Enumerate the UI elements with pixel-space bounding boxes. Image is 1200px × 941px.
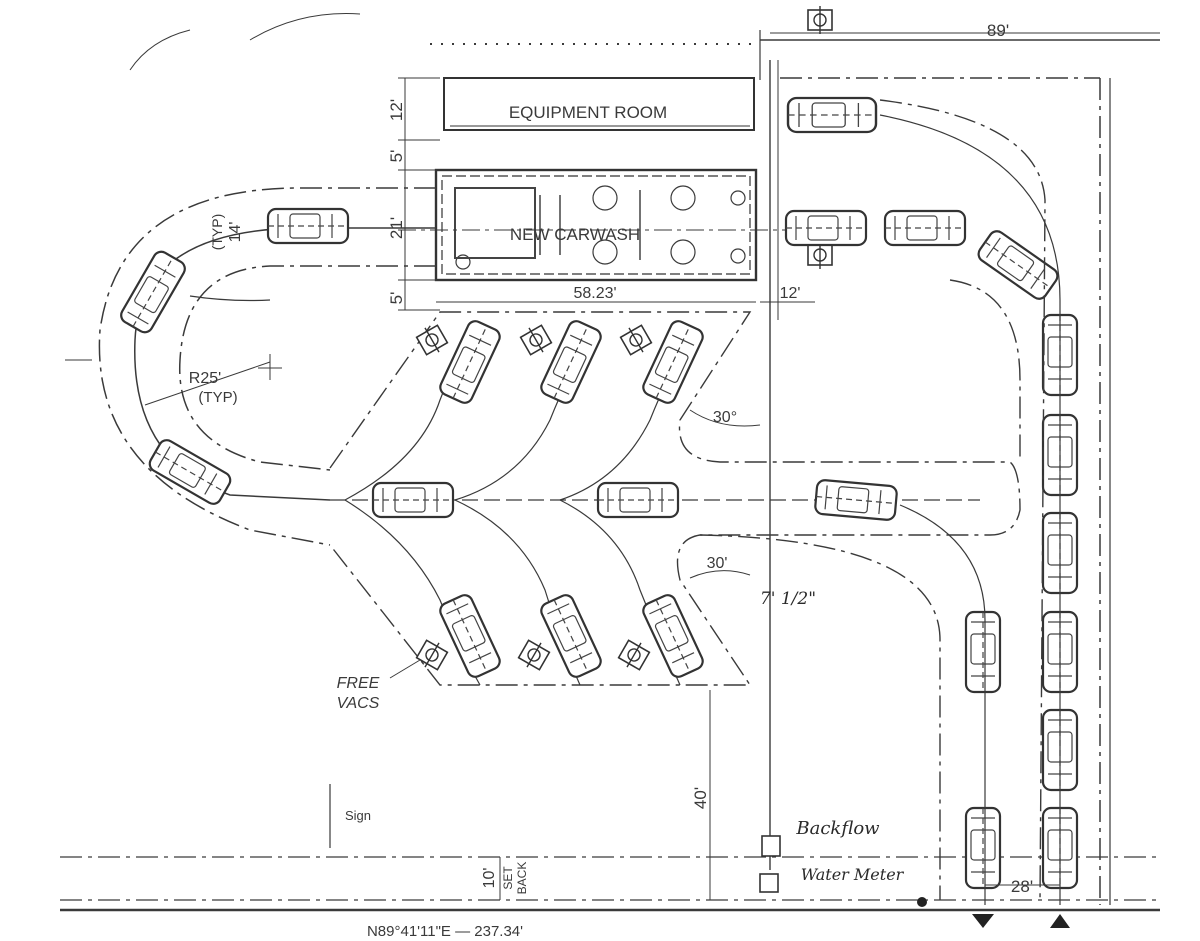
setback-label-2: BACK bbox=[515, 862, 529, 895]
equipment-room: EQUIPMENT ROOM bbox=[443, 77, 755, 131]
car bbox=[964, 806, 1002, 890]
radius-leader bbox=[144, 361, 271, 406]
water-meter-icon bbox=[759, 873, 779, 893]
exit-lanes bbox=[699, 99, 1061, 905]
setback-label-1: SET bbox=[501, 866, 515, 890]
dim-lane-width: 14' bbox=[227, 222, 244, 243]
car bbox=[117, 247, 189, 337]
dim-side-clearance: 12' bbox=[780, 285, 801, 302]
utility-point-icon bbox=[917, 897, 927, 907]
exit-arrow-up-icon bbox=[1050, 914, 1070, 928]
vac-unit bbox=[617, 321, 655, 359]
carwash-label: NEW CARWASH bbox=[510, 225, 640, 244]
car bbox=[537, 591, 605, 681]
free-vacs-leader bbox=[389, 659, 421, 679]
handwritten-dimension: 7' 1/2" bbox=[760, 589, 816, 609]
car bbox=[964, 610, 1002, 694]
equipment-room-label: EQUIPMENT ROOM bbox=[509, 103, 667, 122]
vac-unit bbox=[807, 5, 833, 35]
car bbox=[813, 478, 899, 522]
dim-angle-upper: 30° bbox=[713, 409, 737, 426]
car bbox=[537, 317, 605, 407]
car bbox=[596, 481, 680, 519]
carwash-building: NEW CARWASH bbox=[434, 168, 758, 282]
vac-unit bbox=[413, 321, 451, 359]
car bbox=[436, 591, 504, 681]
radius-label: R25' bbox=[189, 370, 221, 387]
property-lines bbox=[60, 13, 1160, 912]
dim-equipment-depth: 12' bbox=[387, 99, 406, 121]
car bbox=[639, 317, 707, 407]
bearing-label: N89°41'11"E — 237.34' bbox=[367, 923, 523, 940]
dim-top-width: 89' bbox=[987, 21, 1009, 40]
car bbox=[786, 96, 878, 134]
car bbox=[974, 227, 1062, 303]
vac-unit bbox=[515, 636, 553, 674]
angle-arc-lower bbox=[689, 570, 751, 579]
car bbox=[639, 591, 707, 681]
lane-width-typ: (TYP) bbox=[209, 214, 225, 251]
radius-typ-label: (TYP) bbox=[198, 389, 237, 406]
car bbox=[436, 317, 504, 407]
vac-unit bbox=[615, 636, 653, 674]
dim-angle-lower: 30' bbox=[707, 555, 728, 572]
dim-setback-depth: 10' bbox=[481, 868, 498, 889]
dim-gap-top: 5' bbox=[387, 150, 406, 163]
dim-gap-bottom: 5' bbox=[387, 292, 406, 305]
dim-setback-to-vacs: 40' bbox=[691, 787, 710, 809]
dim-exit-width: 28' bbox=[1011, 877, 1033, 896]
backflow-device-icon bbox=[761, 835, 781, 857]
car bbox=[371, 481, 455, 519]
dim-wash-length: 58.23' bbox=[573, 285, 616, 302]
backflow-label: Backflow bbox=[795, 818, 880, 839]
vac-unit bbox=[517, 321, 555, 359]
car bbox=[145, 436, 235, 508]
free-vacs-label-2: VACS bbox=[337, 695, 380, 712]
free-vacs-label-1: FREE bbox=[337, 675, 380, 692]
entry-arrow-down-icon bbox=[972, 914, 994, 928]
left-dimensions bbox=[398, 77, 440, 311]
car bbox=[883, 209, 967, 247]
car bbox=[784, 209, 868, 247]
car bbox=[266, 207, 350, 245]
water-meter-label: Water Meter bbox=[801, 865, 905, 884]
angle-arc-upper bbox=[689, 409, 761, 427]
sign-label: Sign bbox=[345, 808, 371, 823]
vac-unit bbox=[413, 636, 451, 674]
